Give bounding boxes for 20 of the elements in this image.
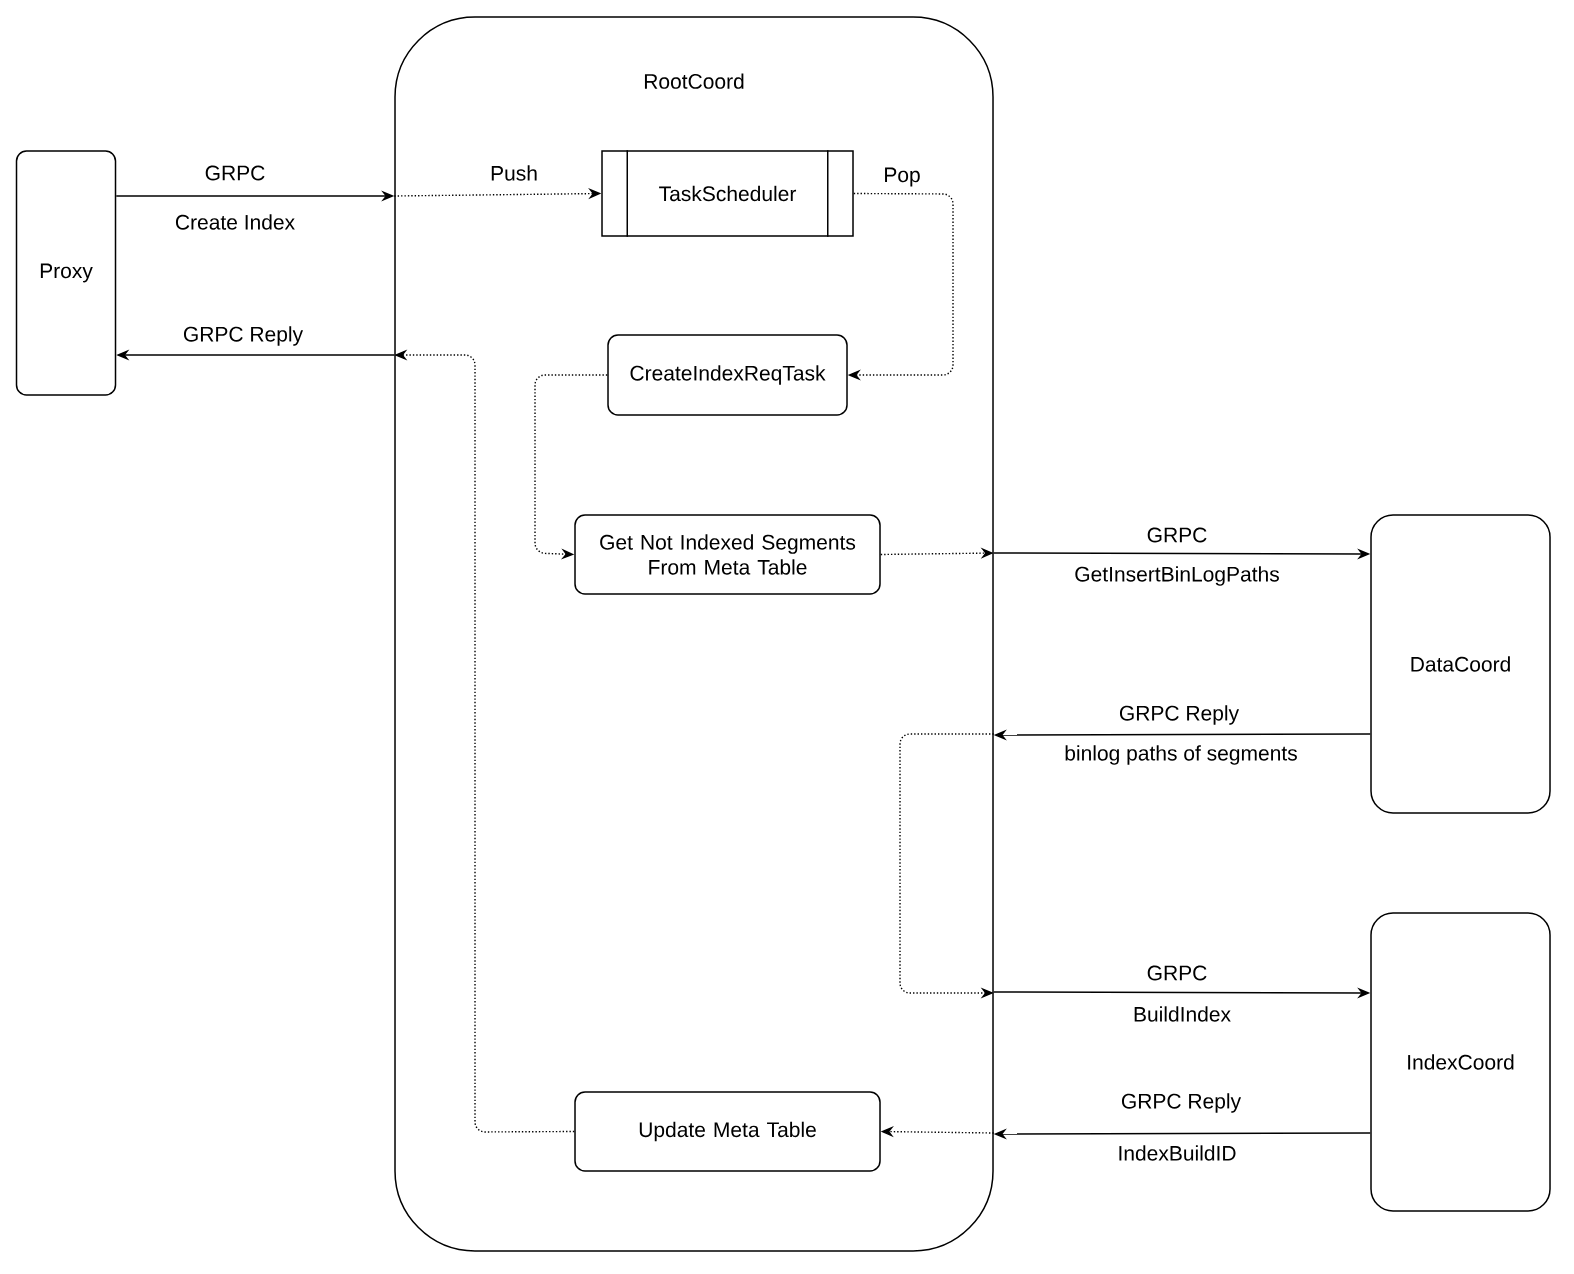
- process-box: Get Not Indexed Segments From Meta Table: [574, 514, 881, 595]
- edge-label: GRPC: [1145, 964, 1209, 982]
- edge-label: Push: [489, 164, 539, 182]
- process-box: Proxy: [15, 150, 117, 396]
- message-label: BuildIndex: [1131, 1005, 1233, 1023]
- message-label: binlog paths of segments: [1063, 744, 1299, 766]
- process-box: CreateIndexReqTask: [607, 334, 848, 416]
- message-label: Create Index: [173, 213, 297, 231]
- process-box: IndexCoord: [1370, 912, 1551, 1212]
- edge-label: GRPC: [1145, 526, 1209, 544]
- process-box: DataCoord: [1370, 514, 1551, 814]
- edge-label: GRPC Reply: [1119, 1092, 1243, 1114]
- process-box: Update Meta Table: [574, 1091, 881, 1172]
- process-box: TaskScheduler: [601, 149, 854, 238]
- edge-label: GRPC Reply: [181, 325, 305, 347]
- message-label: GetInsertBinLogPaths: [1073, 565, 1281, 587]
- edge-label: Pop: [882, 166, 922, 188]
- edge-label: GRPC: [203, 164, 267, 182]
- edge-label: GRPC Reply: [1117, 704, 1241, 726]
- message-label: IndexBuildID: [1116, 1144, 1238, 1162]
